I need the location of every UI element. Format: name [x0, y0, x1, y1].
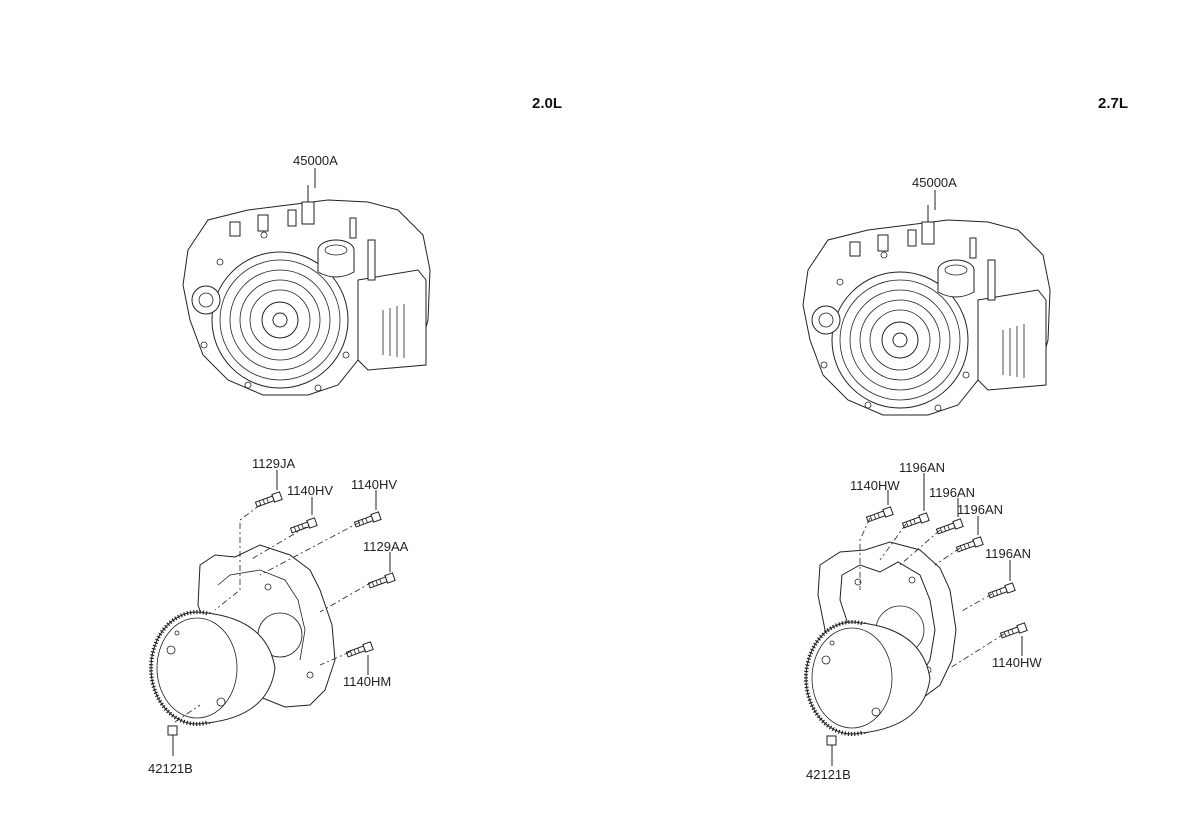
- bolt-1196an-c: [955, 536, 984, 554]
- part-label-42121b: 42121B: [806, 767, 851, 782]
- part-label-1196an-c: 1196AN: [957, 502, 1003, 517]
- bolt-1140hw-b: [999, 622, 1028, 640]
- bolt-1196an-a: [901, 512, 930, 530]
- bolt-1196an-d: [987, 582, 1016, 600]
- part-label-42121b: 42121B: [148, 761, 193, 776]
- bolt-1140hw-a: [865, 506, 894, 524]
- variant-2-0l: 2.0L 45000A 1129JA 1140HV: [148, 95, 562, 776]
- transaxle-assembly-drawing: [802, 204, 1051, 416]
- part-label-1140hw-a: 1140HW: [850, 478, 900, 493]
- part-label-1140hv-a: 1140HV: [287, 483, 333, 498]
- bolt-1196an-b: [935, 518, 964, 536]
- assembly-part-label: 45000A: [293, 153, 338, 168]
- engine-label: 2.0L: [532, 95, 562, 112]
- transaxle-assembly-drawing: [182, 184, 431, 396]
- bolt-1140hm: [345, 641, 374, 659]
- bolt-1140hv-b: [353, 511, 382, 529]
- part-label-1129aa: 1129AA: [363, 539, 409, 554]
- lower-housing-drawing: [804, 541, 957, 736]
- part-label-1129ja: 1129JA: [252, 456, 295, 471]
- part-label-1196an-b: 1196AN: [929, 485, 975, 500]
- part-label-1140hv-b: 1140HV: [351, 477, 397, 492]
- nut-42121b: [826, 735, 837, 746]
- assembly-part-label: 45000A: [912, 175, 957, 190]
- bolt-1140hv-a: [289, 517, 318, 535]
- engine-label: 2.7L: [1098, 95, 1128, 112]
- part-label-1140hm: 1140HM: [343, 674, 391, 689]
- bolt-1129aa: [367, 572, 396, 590]
- part-label-1140hw-b: 1140HW: [992, 655, 1042, 670]
- part-label-1196an-a: 1196AN: [899, 460, 945, 475]
- part-label-1196an-d: 1196AN: [985, 546, 1031, 561]
- nut-42121b: [167, 725, 178, 736]
- variant-2-7l: 2.7L 45000A 1196AN: [802, 95, 1128, 782]
- lower-housing-drawing: [149, 544, 336, 726]
